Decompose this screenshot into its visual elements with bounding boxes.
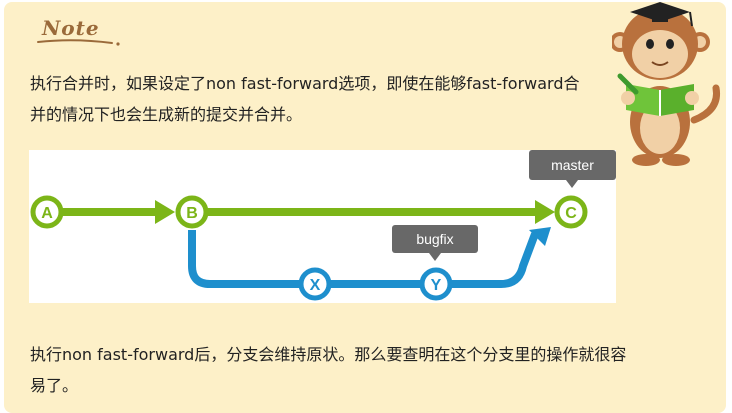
commit-y-label: Y [431, 277, 442, 294]
commit-b-label: B [186, 205, 198, 222]
arrowhead-merge-icon [529, 227, 551, 246]
commit-c-label: C [565, 205, 577, 222]
master-tag-pointer [566, 180, 578, 188]
bugfix-branch-tag: bugfix [392, 225, 478, 253]
arrowhead-c-icon [535, 200, 555, 224]
commit-c: C [554, 195, 588, 229]
commit-b: B [175, 195, 209, 229]
commit-a-label: A [41, 205, 53, 222]
monkey-mascot-icon [612, 2, 721, 166]
note-title: Note [42, 16, 100, 40]
bugfix-tag-pointer [429, 253, 441, 261]
commit-a: A [30, 195, 64, 229]
master-branch-tag: master [529, 150, 616, 180]
arrowhead-b-icon [155, 200, 175, 224]
commit-x: X [298, 267, 332, 301]
commit-x-label: X [310, 277, 321, 294]
note-paragraph-2: 执行non fast-forward后，分支会维持原状。那么要查明在这个分支里的… [30, 345, 627, 395]
bugfix-branch-edge [188, 230, 539, 288]
note-box: Note 执行合并时，如果设定了non fast-forward选项，即使在能够… [4, 2, 726, 413]
note-paragraph-1: 执行合并时，如果设定了non fast-forward选项，即使在能够fast-… [30, 74, 580, 124]
commit-y: Y [419, 267, 453, 301]
note-underline [37, 39, 120, 46]
merge-diagram: A B C X Y master bugfix [29, 150, 616, 303]
commit-graph: A B C X Y [30, 195, 588, 301]
